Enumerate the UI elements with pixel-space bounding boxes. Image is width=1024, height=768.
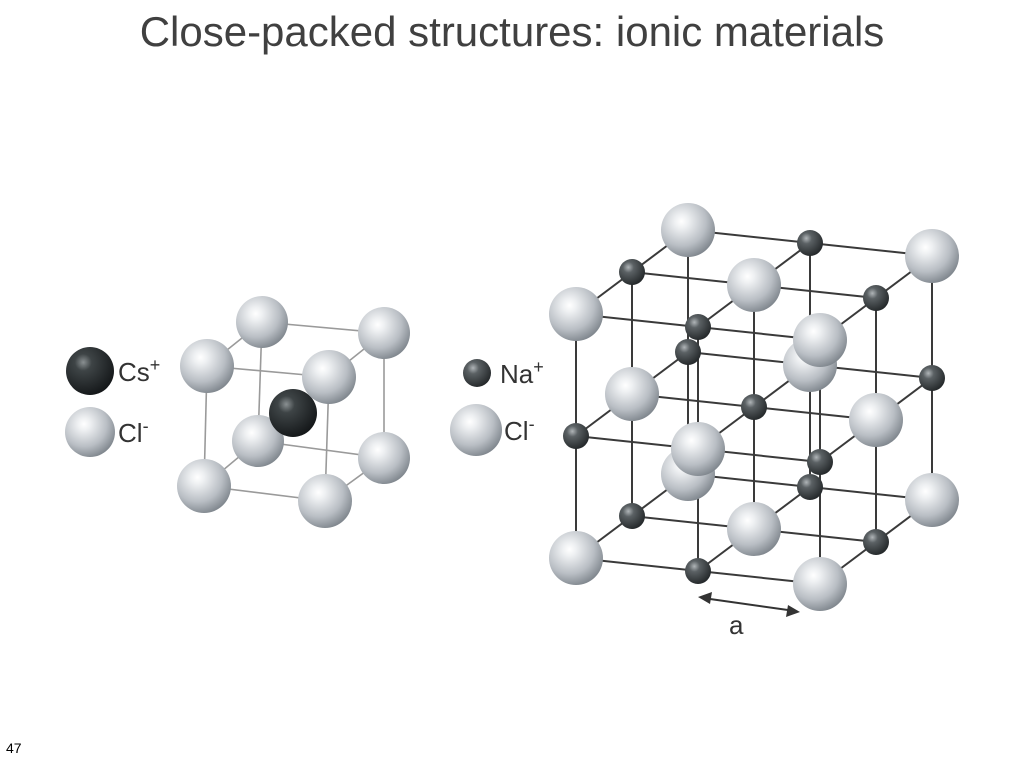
cscl-cl-ion — [236, 296, 288, 348]
nacl-na-ion — [797, 230, 823, 256]
nacl-cl-ion — [905, 229, 959, 283]
na-cation-legend-sphere — [463, 359, 491, 387]
cl-anion-legend-label: Cl- — [118, 416, 149, 448]
dimension-arrowhead-left — [698, 592, 712, 604]
nacl-cl-ion — [671, 422, 725, 476]
dimension-arrowhead-right — [786, 605, 800, 617]
cscl-cs-ion — [269, 389, 317, 437]
nacl-na-ion — [685, 314, 711, 340]
nacl-cl-ion — [661, 203, 715, 257]
nacl-cl-ion — [849, 393, 903, 447]
nacl-na-ion — [797, 474, 823, 500]
nacl-na-ion — [919, 365, 945, 391]
cscl-cl-ion — [177, 459, 231, 513]
cscl-cl-ion — [302, 350, 356, 404]
nacl-cl-ion — [727, 258, 781, 312]
nacl-na-ion — [863, 285, 889, 311]
cl-anion-legend-sphere-2 — [450, 404, 502, 456]
cl-anion-legend-sphere — [65, 407, 115, 457]
nacl-cl-ion — [549, 531, 603, 585]
cs-charge: + — [150, 355, 161, 375]
cscl-cl-ion — [298, 474, 352, 528]
na-symbol: Na — [500, 359, 534, 389]
nacl-na-ion — [619, 259, 645, 285]
nacl-na-ion — [863, 529, 889, 555]
cl-charge-2: - — [529, 414, 535, 434]
nacl-cl-ion — [605, 367, 659, 421]
nacl-na-ion — [741, 394, 767, 420]
nacl-na-ion — [675, 339, 701, 365]
cs-cation-legend-label: Cs+ — [118, 355, 160, 387]
nacl-legend: Na+ Cl- — [450, 357, 544, 456]
lattice-parameter-dimension: a — [698, 592, 800, 640]
dimension-arrow-line — [702, 597, 796, 612]
nacl-na-ion — [685, 558, 711, 584]
page-number: 47 — [6, 740, 22, 756]
nacl-cl-ion — [549, 287, 603, 341]
nacl-cl-ion — [727, 502, 781, 556]
cscl-cl-ion — [232, 415, 284, 467]
cs-cation-legend-sphere — [66, 347, 114, 395]
cl-anion-legend-label-2: Cl- — [504, 414, 535, 446]
nacl-na-ion — [807, 449, 833, 475]
slide-title: Close-packed structures: ionic materials — [139, 8, 885, 55]
cscl-unit-cell — [177, 296, 410, 528]
cscl-cl-ion — [358, 432, 410, 484]
cscl-cl-ion — [180, 339, 234, 393]
cl-symbol: Cl — [118, 418, 143, 448]
cscl-legend: Cs+ Cl- — [65, 347, 160, 457]
lattice-parameter-label: a — [729, 610, 744, 640]
nacl-cl-ion — [793, 313, 847, 367]
nacl-na-ion — [619, 503, 645, 529]
na-charge: + — [533, 357, 544, 377]
nacl-na-ion — [563, 423, 589, 449]
cs-symbol: Cs — [118, 357, 150, 387]
na-cation-legend-label: Na+ — [500, 357, 544, 389]
nacl-cl-ion — [793, 557, 847, 611]
cl-charge: - — [143, 416, 149, 436]
nacl-unit-cell — [549, 203, 959, 611]
cscl-cl-ion — [358, 307, 410, 359]
nacl-cl-ion — [905, 473, 959, 527]
cl-symbol-2: Cl — [504, 416, 529, 446]
